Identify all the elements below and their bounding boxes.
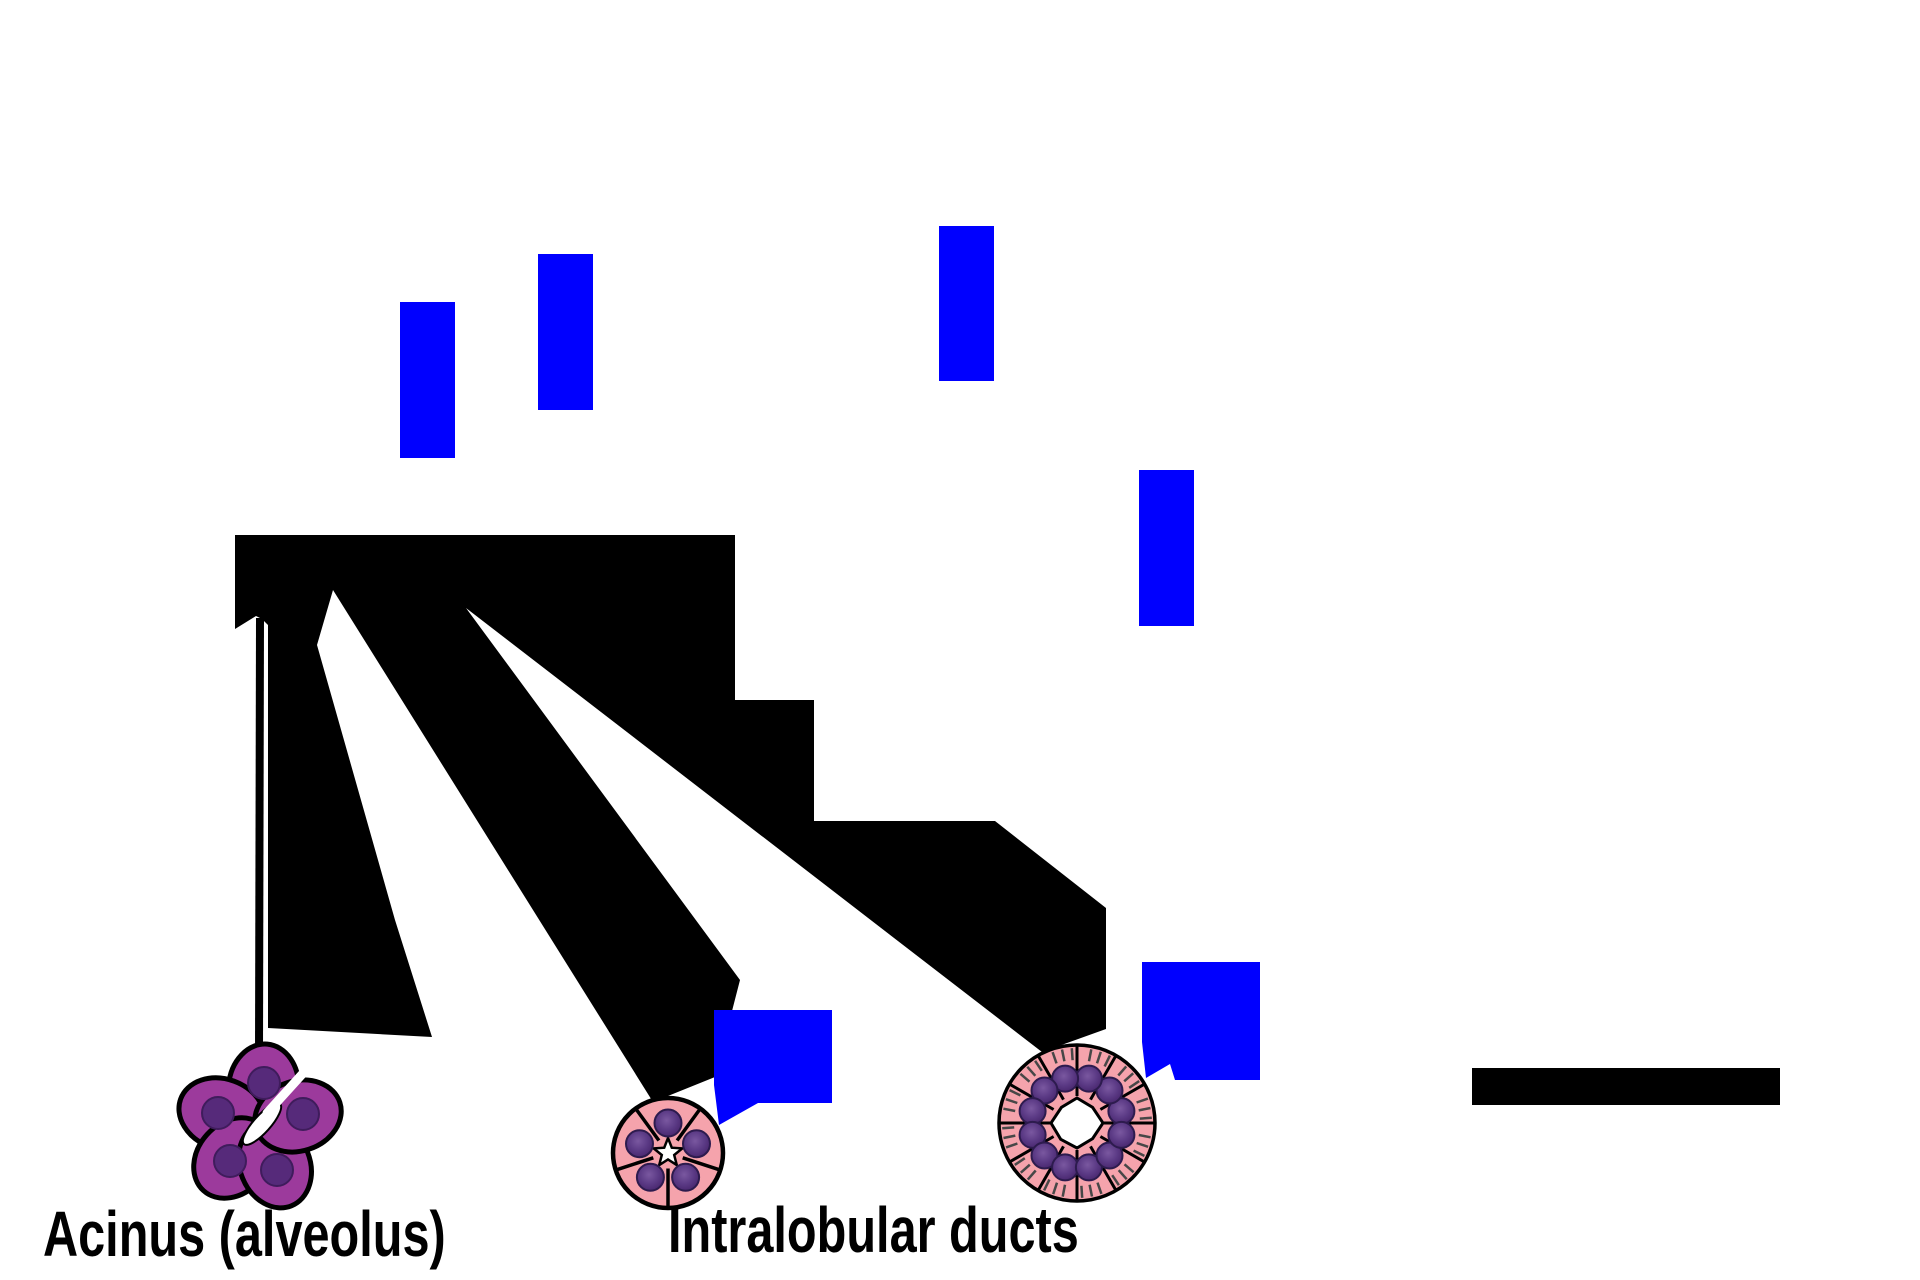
acinus-label: Acinus (alveolus)	[43, 1198, 446, 1270]
acinus-illustration	[176, 1041, 344, 1211]
small-duct-cell-wall	[675, 1109, 701, 1142]
large-duct-nucleus	[1030, 1076, 1059, 1105]
intralobular-ducts-label: Intralobular ducts	[668, 1194, 1079, 1266]
acinus-nucleus	[286, 1097, 320, 1131]
acinus-nucleus	[201, 1096, 235, 1130]
large-duct-nucleus	[1018, 1120, 1047, 1149]
small-duct-nucleus	[682, 1129, 711, 1159]
small-duct-nucleus	[635, 1162, 665, 1192]
small-duct-illustration	[610, 1095, 726, 1211]
large-duct-nucleus	[1095, 1141, 1124, 1170]
large-duct-nucleus	[1018, 1097, 1047, 1126]
small-duct-lumen	[650, 1134, 686, 1168]
small-duct-nucleus	[671, 1162, 701, 1192]
acinus-cleft	[262, 1065, 311, 1118]
acinus-nucleus	[247, 1066, 281, 1100]
acinus-nucleus	[213, 1144, 247, 1178]
large-duct-nucleus	[1074, 1064, 1103, 1093]
redaction-box-1	[400, 302, 455, 458]
small-duct-nucleus	[625, 1129, 654, 1159]
large-duct-nucleus	[1030, 1141, 1059, 1170]
large-duct-nucleus	[1051, 1064, 1080, 1093]
redaction-callout-small-duct	[714, 1010, 832, 1125]
small-duct-cell-wall	[635, 1109, 661, 1142]
large-duct-nuclei	[1018, 1064, 1136, 1182]
large-duct-nucleus	[1095, 1076, 1124, 1105]
redaction-bar	[1472, 1068, 1780, 1105]
large-duct-nucleus	[1107, 1120, 1136, 1149]
redaction-box-2	[538, 254, 593, 410]
redaction-box-4	[1139, 470, 1194, 626]
small-duct-cell-wall	[682, 1156, 719, 1172]
leader-line-acinus	[255, 618, 264, 1052]
large-duct-lumen	[1049, 1096, 1105, 1150]
large-duct-striations	[1002, 1048, 1152, 1198]
small-duct-nucleus	[653, 1108, 683, 1138]
large-duct-nucleus	[1051, 1153, 1080, 1182]
redaction-box-3	[939, 226, 994, 381]
redacted-structure-silhouette	[235, 535, 1106, 1102]
large-duct-nucleus	[1074, 1153, 1103, 1182]
redaction-callout-large-duct	[1142, 962, 1260, 1080]
large-duct-illustration	[997, 1043, 1157, 1203]
acinus-nucleus	[260, 1153, 294, 1187]
small-duct-cell-wall	[617, 1156, 654, 1172]
